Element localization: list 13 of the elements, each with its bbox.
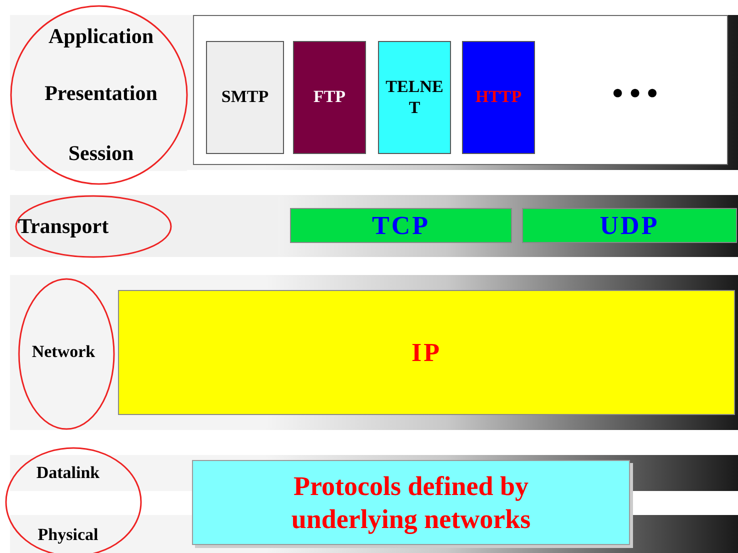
ellipsis-mark: ••• [610, 80, 662, 108]
layer-label: Network [12, 330, 115, 374]
protocol-box: IP [118, 290, 735, 415]
protocol-box: SMTP [206, 41, 284, 154]
protocol-box: HTTP [462, 41, 535, 154]
protocol-box: FTP [293, 41, 366, 154]
protocol-box: TCP [290, 208, 512, 243]
protocol-box: TELNET [378, 41, 451, 154]
note-box: Protocols defined by underlying networks [192, 460, 630, 545]
protocol-box: UDP [522, 208, 737, 243]
protocol-panel [193, 15, 728, 165]
layer-label: Datalink [12, 458, 124, 488]
layer-label: Physical [12, 518, 124, 552]
